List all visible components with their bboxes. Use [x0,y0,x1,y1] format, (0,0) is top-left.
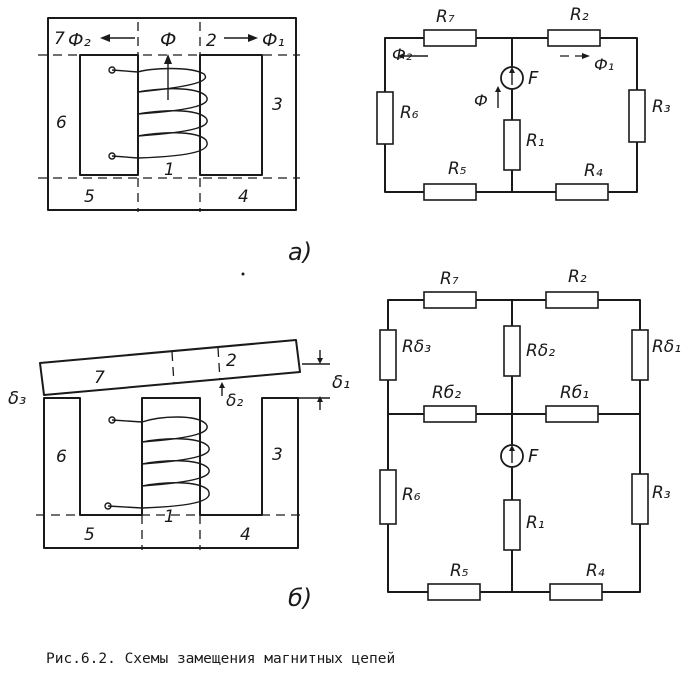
label-b-rd2: Rδ₂ [526,341,555,361]
label-b-r6: R₆ [402,485,421,505]
core-a-flux-left: Ф₂ [68,30,91,51]
core-a-seg6: 6 [56,113,67,133]
label-b-rb1: Rб₁ [560,383,589,403]
label-a-r5: R₅ [448,159,467,179]
figure-caption: Рис.6.2. Схемы замещения магнитных цепей [46,651,395,667]
label-a-flux-right: Ф₁ [594,55,614,74]
resistor-a-r4 [555,183,609,201]
core-b: 7 2 δ₂ δ₁ δ₃ 6 3 1 5 4 [8,339,350,550]
label-b-r7: R₇ [440,269,459,289]
resistor-b-r5 [427,583,481,601]
resistor-b-rd1 [631,329,649,381]
circuit-b-outline [387,299,641,593]
core-b-gap3: δ₃ [8,388,26,409]
label-b-r5: R₅ [450,561,469,581]
resistor-b-r4 [549,583,603,601]
core-b-gap1: δ₁ [332,372,350,393]
core-b-seg3: 3 [272,445,283,465]
resistor-b-rb2 [423,405,477,423]
core-b-gap2: δ₂ [226,391,243,411]
resistor-a-r5 [423,183,477,201]
core-a-left-window [79,54,139,176]
core-a-seg7: 7 [54,29,65,49]
core-b-seg1: 1 [164,507,175,527]
resistor-b-r1 [503,499,521,551]
core-b-seg6: 6 [56,447,67,467]
circuit-a: R₇ R₂ R₃ R₄ R₅ R₆ R₁ F Ф Ф₂ Ф₁ [376,5,671,201]
label-a-r2: R₂ [570,5,589,25]
label-a-r3: R₃ [652,97,671,117]
core-a-outline [47,17,297,211]
label-b-r3: R₃ [652,483,671,503]
panel-a-label: а) [288,238,312,266]
label-b-r2: R₂ [568,267,587,287]
resistor-a-r6 [376,91,394,145]
resistor-b-r2 [545,291,599,309]
core-a-right-window [199,54,263,176]
label-b-rd1: Rδ₁ [652,337,681,357]
circuit-b: R₇ R₂ Rδ₃ Rδ₂ Rδ₁ Rб₂ Rб₁ R₆ R₁ R₃ R₅ R₄… [379,267,681,601]
label-a-source: F [528,68,539,89]
core-b-seg7: 7 [94,368,105,388]
core-b-seg4: 4 [240,525,251,545]
core-a-seg2: 2 [206,31,217,51]
label-a-r6: R₆ [400,103,419,123]
resistor-b-r3 [631,473,649,525]
resistor-b-rb1 [545,405,599,423]
resistor-a-r3 [628,89,646,143]
label-b-rb2: Rб₂ [432,383,461,403]
resistor-b-rd2 [503,325,521,377]
core-a: 7 Ф₂ Ф 2 Ф₁ 6 3 1 5 4 [38,17,300,212]
core-b-coil [104,416,210,510]
resistor-b-r6 [379,469,397,525]
core-a-seg4: 4 [238,187,249,207]
core-a-flux-right: Ф₁ [262,30,285,51]
core-b-yoke [39,339,301,396]
label-b-rd3: Rδ₃ [402,337,431,357]
label-a-flux: Ф [474,91,488,110]
stray-dot [241,272,245,276]
label-a-r1: R₁ [526,131,545,151]
core-b-seg5: 5 [84,525,95,545]
label-b-r4: R₄ [586,561,605,581]
core-a-seg1: 1 [164,160,175,180]
resistor-b-r7 [423,291,477,309]
label-a-flux-left: Ф₂ [392,45,413,64]
core-a-seg3: 3 [272,95,283,115]
core-a-seg5: 5 [84,187,95,207]
resistor-a-r1 [503,119,521,171]
core-b-seg2: 2 [226,351,237,371]
label-b-source: F [528,446,539,467]
panel-b-label: б) [288,584,312,612]
core-a-coil [108,66,208,160]
label-a-r4: R₄ [584,161,603,181]
resistor-b-rd3 [379,329,397,381]
resistor-a-r7 [423,29,477,47]
core-a-flux-center: Ф [160,29,176,51]
resistor-a-r2 [547,29,601,47]
label-a-r7: R₇ [436,7,455,27]
label-b-r1: R₁ [526,513,545,533]
